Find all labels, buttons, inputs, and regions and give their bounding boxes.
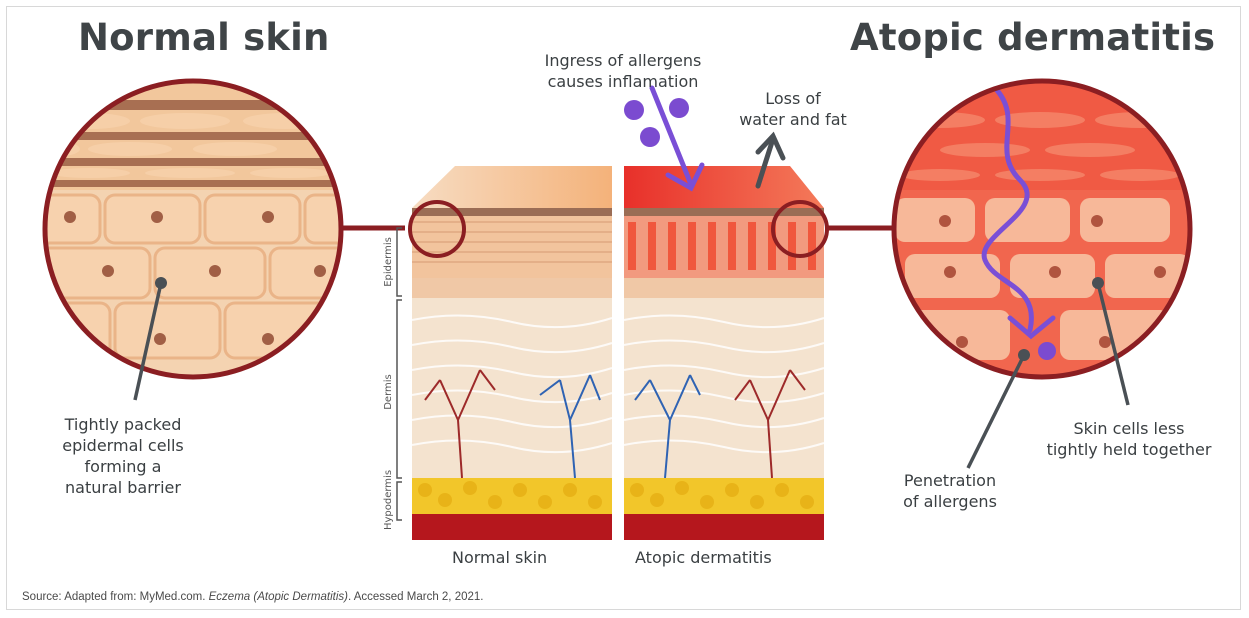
layer-bracket bbox=[397, 228, 402, 520]
label-ingress: Ingress of allergens causes inflamation bbox=[528, 50, 718, 92]
atopic-cross-section bbox=[624, 166, 824, 540]
source-prefix: Source: Adapted from: MyMed.com. bbox=[22, 591, 209, 603]
normal-skin-magnified-circle bbox=[30, 80, 365, 380]
label-less-held: Skin cells less tightly held together bbox=[1024, 418, 1234, 460]
source-title: Eczema (Atopic Dermatitis) bbox=[209, 591, 348, 603]
title-normal-skin: Normal skin bbox=[78, 16, 330, 59]
label-tightly-packed: Tightly packed epidermal cells forming a… bbox=[38, 414, 208, 498]
pointer-dot bbox=[1018, 349, 1030, 361]
layer-label-epidermis: Epidermis bbox=[383, 237, 394, 287]
label-loss: Loss of water and fat bbox=[733, 88, 853, 130]
source-suffix: . Accessed March 2, 2021. bbox=[348, 591, 484, 603]
label-penetration: Penetration of allergens bbox=[880, 470, 1020, 512]
caption-atopic-dermatitis: Atopic dermatitis bbox=[635, 548, 772, 567]
source-note: Source: Adapted from: MyMed.com. Eczema … bbox=[22, 591, 483, 603]
layer-label-hypodermis: Hypodermis bbox=[383, 470, 394, 530]
pointer-dot bbox=[1092, 277, 1104, 289]
title-atopic-dermatitis: Atopic dermatitis bbox=[850, 16, 1215, 59]
layer-label-dermis: Dermis bbox=[383, 374, 394, 410]
normal-cross-section bbox=[412, 166, 612, 540]
pointer-dot bbox=[155, 277, 167, 289]
caption-normal-skin: Normal skin bbox=[452, 548, 547, 567]
